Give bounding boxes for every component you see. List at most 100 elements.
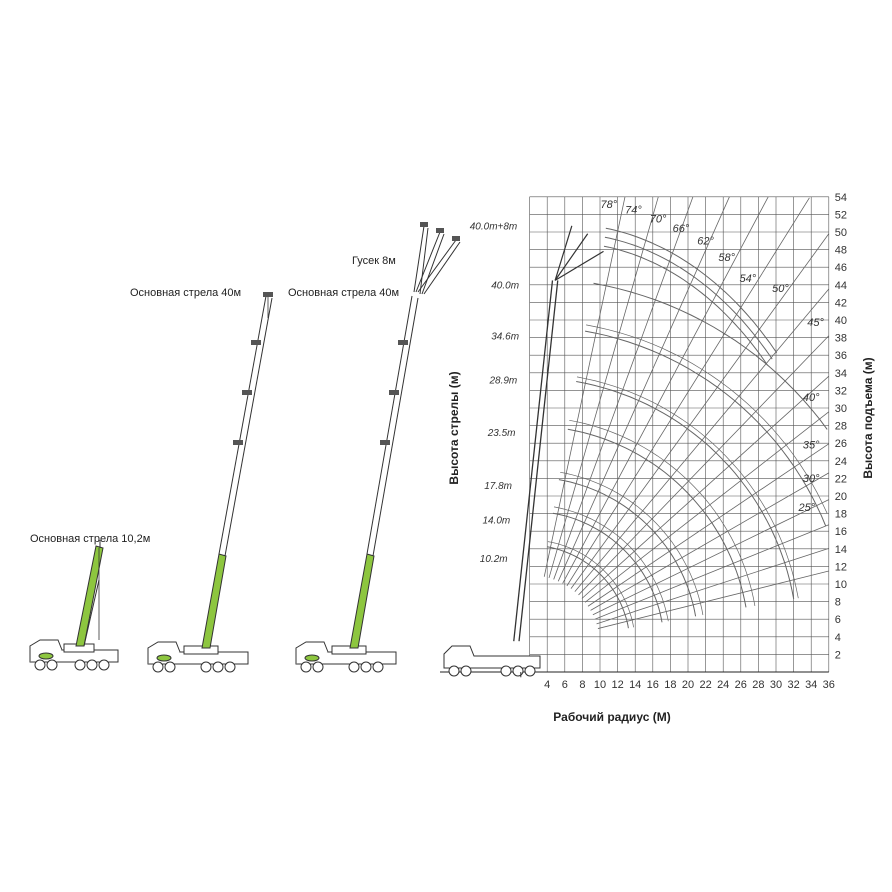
main-boom-angle-label: 40° (803, 392, 820, 404)
y-tick-label: 48 (835, 245, 847, 257)
x-tick-label: 28 (752, 679, 764, 691)
y-tick-label: 36 (835, 350, 847, 362)
y-axis-title-right: Высота подъема (м) (861, 357, 875, 478)
boom-length-arcs (546, 227, 828, 629)
x-tick-label: 24 (717, 679, 729, 691)
crane2-label: Основная стрела 40м (130, 287, 241, 299)
wheel (448, 665, 460, 677)
x-tick-label: 32 (787, 679, 799, 691)
boom-angle-line (553, 196, 694, 580)
boom-length-arc (586, 324, 828, 514)
boom-length-arc (576, 376, 799, 599)
boom-length-arc (569, 419, 756, 606)
jib-arc (604, 236, 773, 360)
x-tick-label: 6 (562, 679, 568, 691)
boom-length-label: 28.9m (488, 375, 517, 386)
crane-carrier (147, 641, 249, 673)
chart-jib (554, 233, 589, 281)
jib-angle-label: 74° (625, 205, 642, 217)
boom-angle-line (574, 288, 830, 592)
wheel (460, 665, 472, 677)
boom-angle-line (584, 411, 830, 603)
boom-angle-line (548, 196, 659, 579)
x-tick-label: 26 (735, 679, 747, 691)
y-tick-label: 32 (835, 385, 847, 397)
boom-angle-line (592, 499, 829, 616)
boom-length-label: 34.6m (491, 331, 519, 342)
y-tick-label: 54 (835, 192, 847, 204)
chart-crane-carrier (443, 645, 541, 669)
y-tick-label: 52 (835, 209, 847, 221)
boom-angle-line (562, 196, 769, 584)
y-tick-label: 22 (835, 473, 847, 485)
jib-angle-label: 62° (697, 235, 714, 247)
y-tick-label: 8 (835, 597, 841, 609)
boom-length-arc (553, 506, 669, 622)
x-tick-label: 16 (647, 679, 659, 691)
x-tick-label: 36 (823, 679, 835, 691)
boom-length-arc (558, 479, 697, 617)
main-boom-angle-label: 25° (797, 502, 815, 514)
crane-40m-boom-8m-jib-illustration: Гусек 8м Основная стрела 40м (288, 222, 461, 673)
chart-jib (554, 225, 573, 281)
boom-angle-line (581, 375, 830, 599)
y-tick-label: 20 (835, 491, 847, 503)
x-tick-label: 18 (664, 679, 676, 691)
boom-length-arc (576, 381, 795, 600)
x-tick-label: 12 (611, 679, 623, 691)
jib-lines (413, 225, 461, 295)
jib-angle-label: 66° (673, 223, 690, 235)
y-tick-label: 34 (835, 368, 847, 380)
main-boom-angle-label: 45° (807, 317, 824, 329)
y-tick-label: 24 (835, 456, 847, 468)
crane-carrier (29, 639, 119, 671)
y-axis-ticks: 2468101214161820222426283032343638404244… (835, 192, 847, 662)
boom-angle-labels: 25°30°35°40°45°50°54°58°62°66°70°74°78° (600, 199, 824, 514)
y-tick-label: 6 (835, 614, 841, 626)
boom-length-arc (546, 546, 629, 629)
boom-length-labels: 10.2m14.0m17.8m23.5m28.9m34.6m40.0m40.0m… (470, 221, 519, 565)
boom-section (75, 545, 104, 647)
y-tick-label: 16 (835, 526, 847, 538)
y-tick-label: 18 (835, 509, 847, 521)
chart-main-boom (513, 280, 554, 642)
jib-label: Гусек 8м (352, 255, 396, 267)
boom-angle-line (578, 335, 830, 596)
boom-length-label: 23.5m (487, 428, 516, 439)
x-tick-label: 34 (805, 679, 817, 691)
boom-angle-line (597, 570, 829, 629)
jib-angle-label: 54° (740, 273, 757, 285)
y-tick-label: 4 (835, 632, 841, 644)
boom-angle-line (596, 548, 829, 625)
y-tick-label: 44 (835, 280, 847, 292)
y-tick-label: 28 (835, 421, 847, 433)
jib-angle-label: 58° (718, 252, 735, 264)
boom-angle-line (587, 443, 830, 607)
boom-length-arc (552, 512, 663, 623)
y-tick-label: 50 (835, 227, 847, 239)
y-tick-label: 42 (835, 297, 847, 309)
x-tick-label: 30 (770, 679, 782, 691)
y-tick-label: 26 (835, 438, 847, 450)
main-boom-angle-label: 30° (803, 473, 820, 485)
x-tick-label: 10 (594, 679, 606, 691)
boom-angle-line (594, 524, 829, 620)
main-boom-angle-label: 50° (772, 283, 789, 295)
jib-angle-label: 78° (600, 199, 617, 211)
boom-length-label: 40.0m (491, 280, 519, 291)
boom-angle-line (570, 233, 830, 589)
y-tick-label: 30 (835, 403, 847, 415)
crane1-label: Основная стрела 10,2м (30, 533, 150, 545)
chart-crane-illustration (443, 225, 604, 678)
crane-10m-boom-illustration: Основная стрела 10,2м (29, 533, 150, 671)
jib-angle-label: 70° (650, 213, 667, 225)
y-tick-label: 46 (835, 262, 847, 274)
y-tick-label: 2 (835, 649, 841, 661)
boom-joints (380, 340, 408, 445)
boom-length-arc (547, 541, 634, 628)
x-axis-title: Рабочий радиус (М) (553, 710, 670, 724)
boom-length-arc (560, 471, 704, 616)
boom-length-label: 17.8m (484, 481, 512, 492)
x-tick-label: 22 (699, 679, 711, 691)
